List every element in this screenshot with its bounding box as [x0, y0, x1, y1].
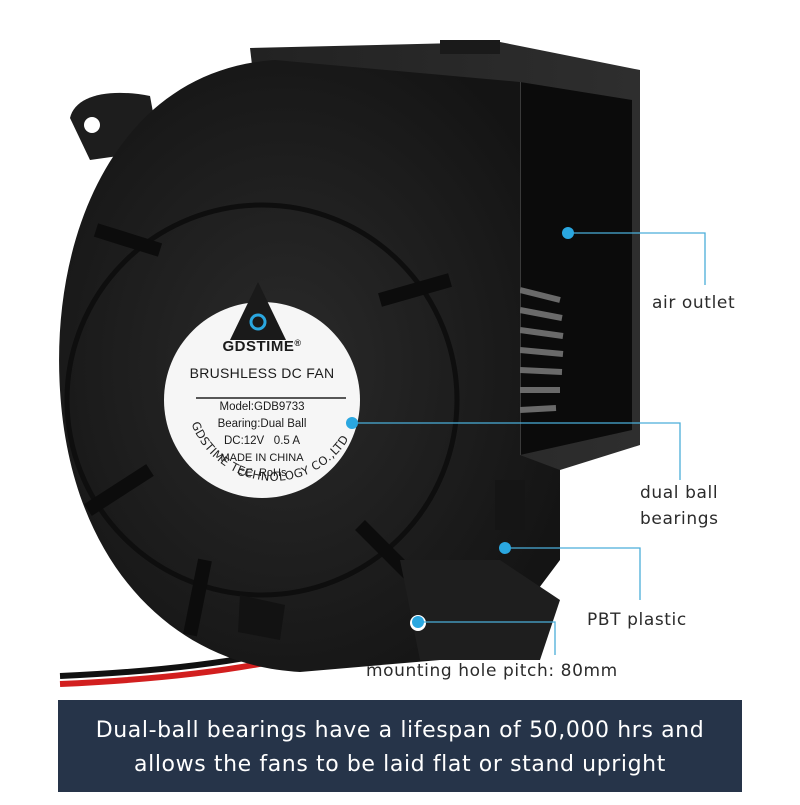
banner-line-1: Dual-ball bearings have a lifespan of 50… [95, 718, 705, 743]
label-marks: CE RoHs [237, 467, 287, 479]
bearings-leader [352, 422, 681, 480]
banner-line-2: allows the fans to be laid flat or stand… [134, 752, 666, 777]
plastic-leader [505, 547, 641, 600]
label-registered: ® [294, 338, 302, 348]
mounting-dot [412, 616, 424, 628]
callout-plastic: PBT plastic [587, 610, 687, 630]
plastic-dot [499, 542, 511, 554]
product-label: GDSTIME TECHNOLOGY CO.,LTD [164, 282, 360, 498]
callout-dots [346, 227, 574, 628]
label-product-type: BRUSHLESS DC FAN [189, 365, 335, 381]
air-outlet-leader [568, 232, 706, 285]
callout-bearings-line2: bearings [640, 509, 719, 529]
label-rating: DC:12V 0.5 A [223, 435, 301, 447]
bearings-dot [346, 417, 358, 429]
label-model: Model:GDB9733 [219, 401, 305, 413]
label-brand: GDSTIME [222, 338, 295, 355]
label-text-block: GDSTIME® BRUSHLESS DC FAN Model:GDB9733 … [172, 336, 352, 479]
label-origin: MADE IN CHINA [220, 452, 304, 464]
callout-air-outlet: air outlet [652, 293, 736, 313]
label-bearing: Bearing:Dual Ball [217, 418, 307, 430]
info-banner: Dual-ball bearings have a lifespan of 50… [58, 700, 742, 792]
air-outlet-dot [562, 227, 574, 239]
callout-lines [352, 232, 706, 655]
brand-logo-triangle [230, 282, 286, 340]
callout-mounting: mounting hole pitch: 80mm [366, 661, 618, 681]
mounting-leader [418, 621, 556, 655]
callout-bearings-line1: dual ball [640, 483, 719, 503]
